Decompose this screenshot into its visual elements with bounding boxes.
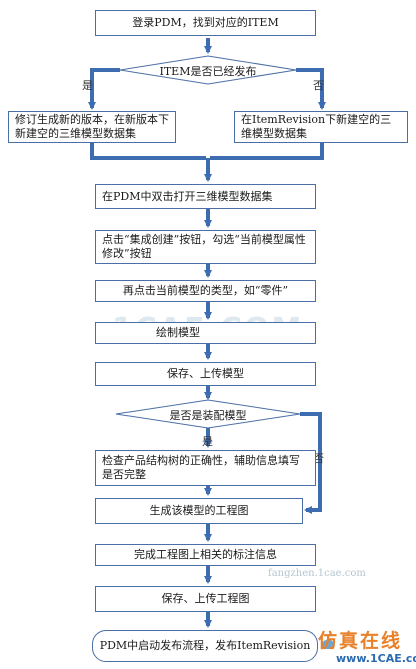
decision-published-diamond xyxy=(119,55,297,85)
step-draw-model: 绘制模型 xyxy=(95,322,316,344)
step-login: 登录PDM，找到对应的ITEM xyxy=(95,10,316,36)
watermark-small: fangzhen.1cae.com xyxy=(268,568,366,579)
step-save-upload-drawing: 保存、上传工程图 xyxy=(95,586,316,612)
arrow-decision-yes xyxy=(88,68,120,110)
step-publish: PDM中启动发布流程，发布ItemRevision xyxy=(92,630,318,662)
arrow-revise-merge xyxy=(90,143,206,160)
branch-label-yes-left: 是 xyxy=(82,79,93,92)
step-generate-drawing: 生成该模型的工程图 xyxy=(95,498,303,524)
decision-assembly-label: 是否是装配模型 xyxy=(169,409,247,422)
step-click-integrate: 点击“集成创建”按钮，勾选“当前模型属性修改”按钮 xyxy=(95,230,316,264)
step-check-tree: 检查产品结构树的正确性，辅助信息填写是否完整 xyxy=(95,450,316,486)
brand-url: www.1CAE.com xyxy=(336,652,416,665)
step-click-type: 再点击当前模型的类型，如“零件” xyxy=(95,280,316,302)
branch-label-yes-down: 是 xyxy=(202,435,213,448)
step-revise-new: 修订生成新的版本，在新版本下新建空的三维模型数据集 xyxy=(8,111,176,143)
decision-published-label: ITEM是否已经发布 xyxy=(159,65,257,78)
brand-logo: 仿真在线 xyxy=(318,630,403,652)
branch-label-no-right: 否 xyxy=(313,79,324,92)
logo-icon xyxy=(322,640,334,649)
branch-label-no-bypass: 否 xyxy=(313,452,324,465)
arrow-new-merge xyxy=(210,143,324,160)
step-annotate: 完成工程图上相关的标注信息 xyxy=(95,544,316,566)
decision-assembly-diamond xyxy=(115,399,301,429)
step-open-model: 在PDM中双击打开三维模型数据集 xyxy=(95,184,316,209)
arrow-decision-no xyxy=(296,68,326,110)
step-new-in-revision: 在ItemRevision下新建空的三维模型数据集 xyxy=(234,111,408,143)
step-save-upload-model: 保存、上传模型 xyxy=(95,362,316,386)
arrow-decision-no-bypass xyxy=(300,412,322,514)
